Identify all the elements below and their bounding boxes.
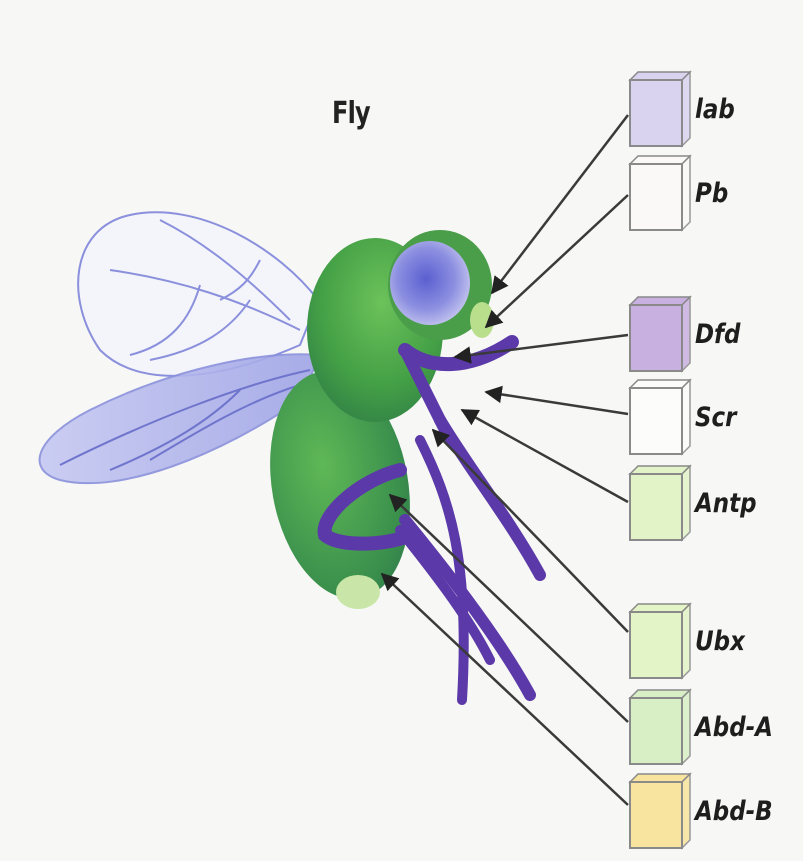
arrow-scr	[486, 392, 628, 414]
mouthpart	[470, 302, 494, 338]
gene-label-lab: lab	[695, 94, 735, 125]
gene-box-abd-b	[630, 774, 690, 848]
gene-label-ubx: Ubx	[695, 626, 745, 657]
arrow-abd-b	[382, 574, 628, 805]
arrow-lab	[492, 115, 628, 293]
gene-box-ubx	[630, 604, 690, 678]
diagram-title: Fly	[332, 96, 370, 131]
hind-leg-lower-2	[400, 530, 490, 660]
abdomen-tip	[336, 575, 380, 609]
compound-eye	[390, 241, 470, 325]
gene-label-pb: Pb	[695, 178, 728, 209]
head	[388, 230, 494, 340]
arrow-dfd	[455, 335, 628, 357]
arrows	[382, 115, 628, 805]
arrow-pb	[486, 195, 628, 327]
gene-box-scr	[630, 380, 690, 454]
gene-box-abd-a	[630, 690, 690, 764]
gene-label-abd-b: Abd-B	[695, 796, 773, 827]
gene-box-dfd	[630, 297, 690, 371]
gene-boxes	[630, 72, 690, 848]
gene-label-antp: Antp	[695, 488, 757, 519]
gene-box-antp	[630, 466, 690, 540]
gene-box-pb	[630, 156, 690, 230]
gene-label-dfd: Dfd	[695, 319, 740, 350]
gene-label-scr: Scr	[695, 402, 736, 433]
gene-box-lab	[630, 72, 690, 146]
gene-label-abd-a: Abd-A	[695, 712, 773, 743]
